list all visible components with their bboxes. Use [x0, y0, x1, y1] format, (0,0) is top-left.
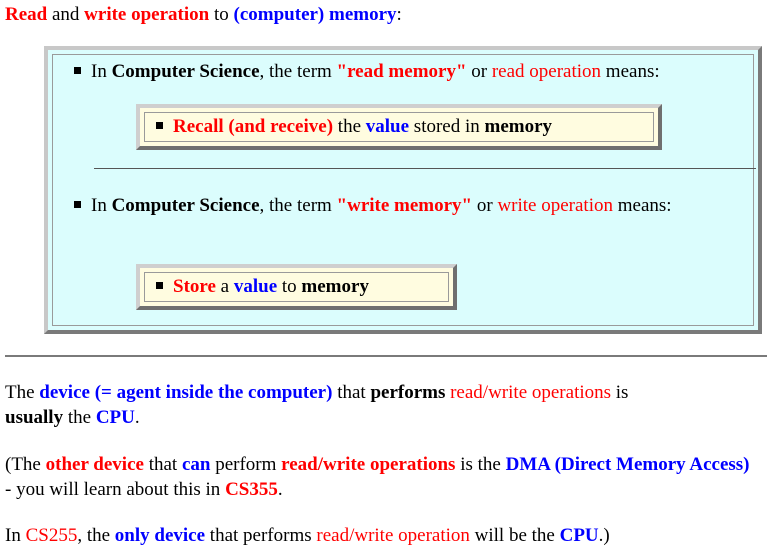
text: , the	[77, 525, 115, 546]
term-cpu: CPU	[95, 407, 135, 428]
heading-colon: :	[396, 4, 402, 25]
text: is	[611, 382, 629, 403]
definitions-box: In Computer Science, the term "read memo…	[44, 46, 762, 334]
text: the	[63, 407, 96, 428]
heading-computer-memory: (computer) memory	[233, 4, 397, 25]
horizontal-rule	[5, 355, 767, 357]
text: - you will learn about this in	[5, 479, 226, 500]
paragraph-device: The device (= agent inside the computer)…	[5, 380, 760, 430]
term-memory: memory	[484, 116, 553, 137]
text: perform	[210, 454, 282, 475]
term-read-write-operations: read/write operations	[281, 454, 456, 475]
read-definition-text: Recall (and receive) the value stored in…	[156, 115, 552, 139]
term-performs: performs	[370, 382, 446, 403]
read-definition-intro: In Computer Science, the term "read memo…	[74, 60, 660, 84]
term-cs355: CS355	[225, 479, 278, 500]
term-dma: DMA (Direct Memory Access)	[505, 454, 750, 475]
heading-write-operation: write operation	[84, 4, 210, 25]
text: (The	[5, 454, 46, 475]
term-computer-science: Computer Science	[111, 61, 260, 82]
term-read-write-operations: read/write operations	[450, 382, 612, 403]
page-heading: Read and write operation to (computer) m…	[5, 3, 402, 27]
term-can: can	[181, 454, 211, 475]
term-usually: usually	[5, 407, 64, 428]
term-only-device: only device	[114, 525, 206, 546]
section-divider	[94, 168, 756, 169]
text: or	[466, 61, 492, 82]
text: means:	[601, 61, 660, 82]
read-definition-frame	[144, 112, 654, 142]
term-cs255: CS255	[25, 525, 78, 546]
bullet-icon	[74, 201, 81, 208]
term-memory: memory	[301, 276, 369, 297]
text: In	[91, 61, 112, 82]
text: to	[277, 276, 302, 297]
term-value: value	[365, 116, 410, 137]
write-definition-frame	[144, 272, 449, 302]
write-definition-box: Store a value to memory	[136, 264, 457, 310]
text: The	[5, 382, 40, 403]
term-value: value	[233, 276, 278, 297]
text: that	[332, 382, 371, 403]
bullet-icon	[74, 67, 81, 74]
text: .	[134, 407, 140, 428]
text: In	[5, 525, 26, 546]
text: or	[472, 195, 498, 216]
paragraph-cs255: In CS255, the only device that performs …	[5, 523, 760, 548]
text: .	[277, 479, 283, 500]
text: is the	[455, 454, 506, 475]
term-read-write-operation: read/write operation	[316, 525, 470, 546]
term-cpu: CPU	[559, 525, 599, 546]
term-write-memory: "write memory"	[336, 195, 473, 216]
text: .)	[598, 525, 610, 546]
heading-text: and	[47, 4, 85, 25]
paragraph-dma: (The other device that can perform read/…	[5, 452, 760, 502]
term-device: device (= agent inside the computer)	[39, 382, 333, 403]
definitions-box-frame	[52, 54, 754, 326]
text: , the term	[259, 195, 337, 216]
write-definition-intro: In Computer Science, the term "write mem…	[74, 194, 672, 218]
term-store: Store	[173, 276, 216, 297]
text: , the term	[259, 61, 337, 82]
term-computer-science: Computer Science	[111, 195, 260, 216]
heading-read: Read	[5, 4, 48, 25]
term-other-device: other device	[45, 454, 144, 475]
term-read-operation: read operation	[491, 61, 602, 82]
write-definition-text: Store a value to memory	[156, 275, 369, 299]
text: will be the	[469, 525, 560, 546]
bullet-icon	[156, 282, 163, 289]
text: the	[333, 116, 366, 137]
text: that performs	[205, 525, 317, 546]
read-definition-box: Recall (and receive) the value stored in…	[136, 104, 662, 150]
term-read-memory: "read memory"	[336, 61, 467, 82]
heading-text: to	[209, 4, 234, 25]
text: means:	[612, 195, 672, 216]
text: a	[215, 276, 234, 297]
text: In	[91, 195, 112, 216]
term-write-operation: write operation	[497, 195, 613, 216]
text: that	[143, 454, 182, 475]
bullet-icon	[156, 122, 163, 129]
text: stored in	[409, 116, 485, 137]
term-recall: Recall (and receive)	[173, 116, 334, 137]
